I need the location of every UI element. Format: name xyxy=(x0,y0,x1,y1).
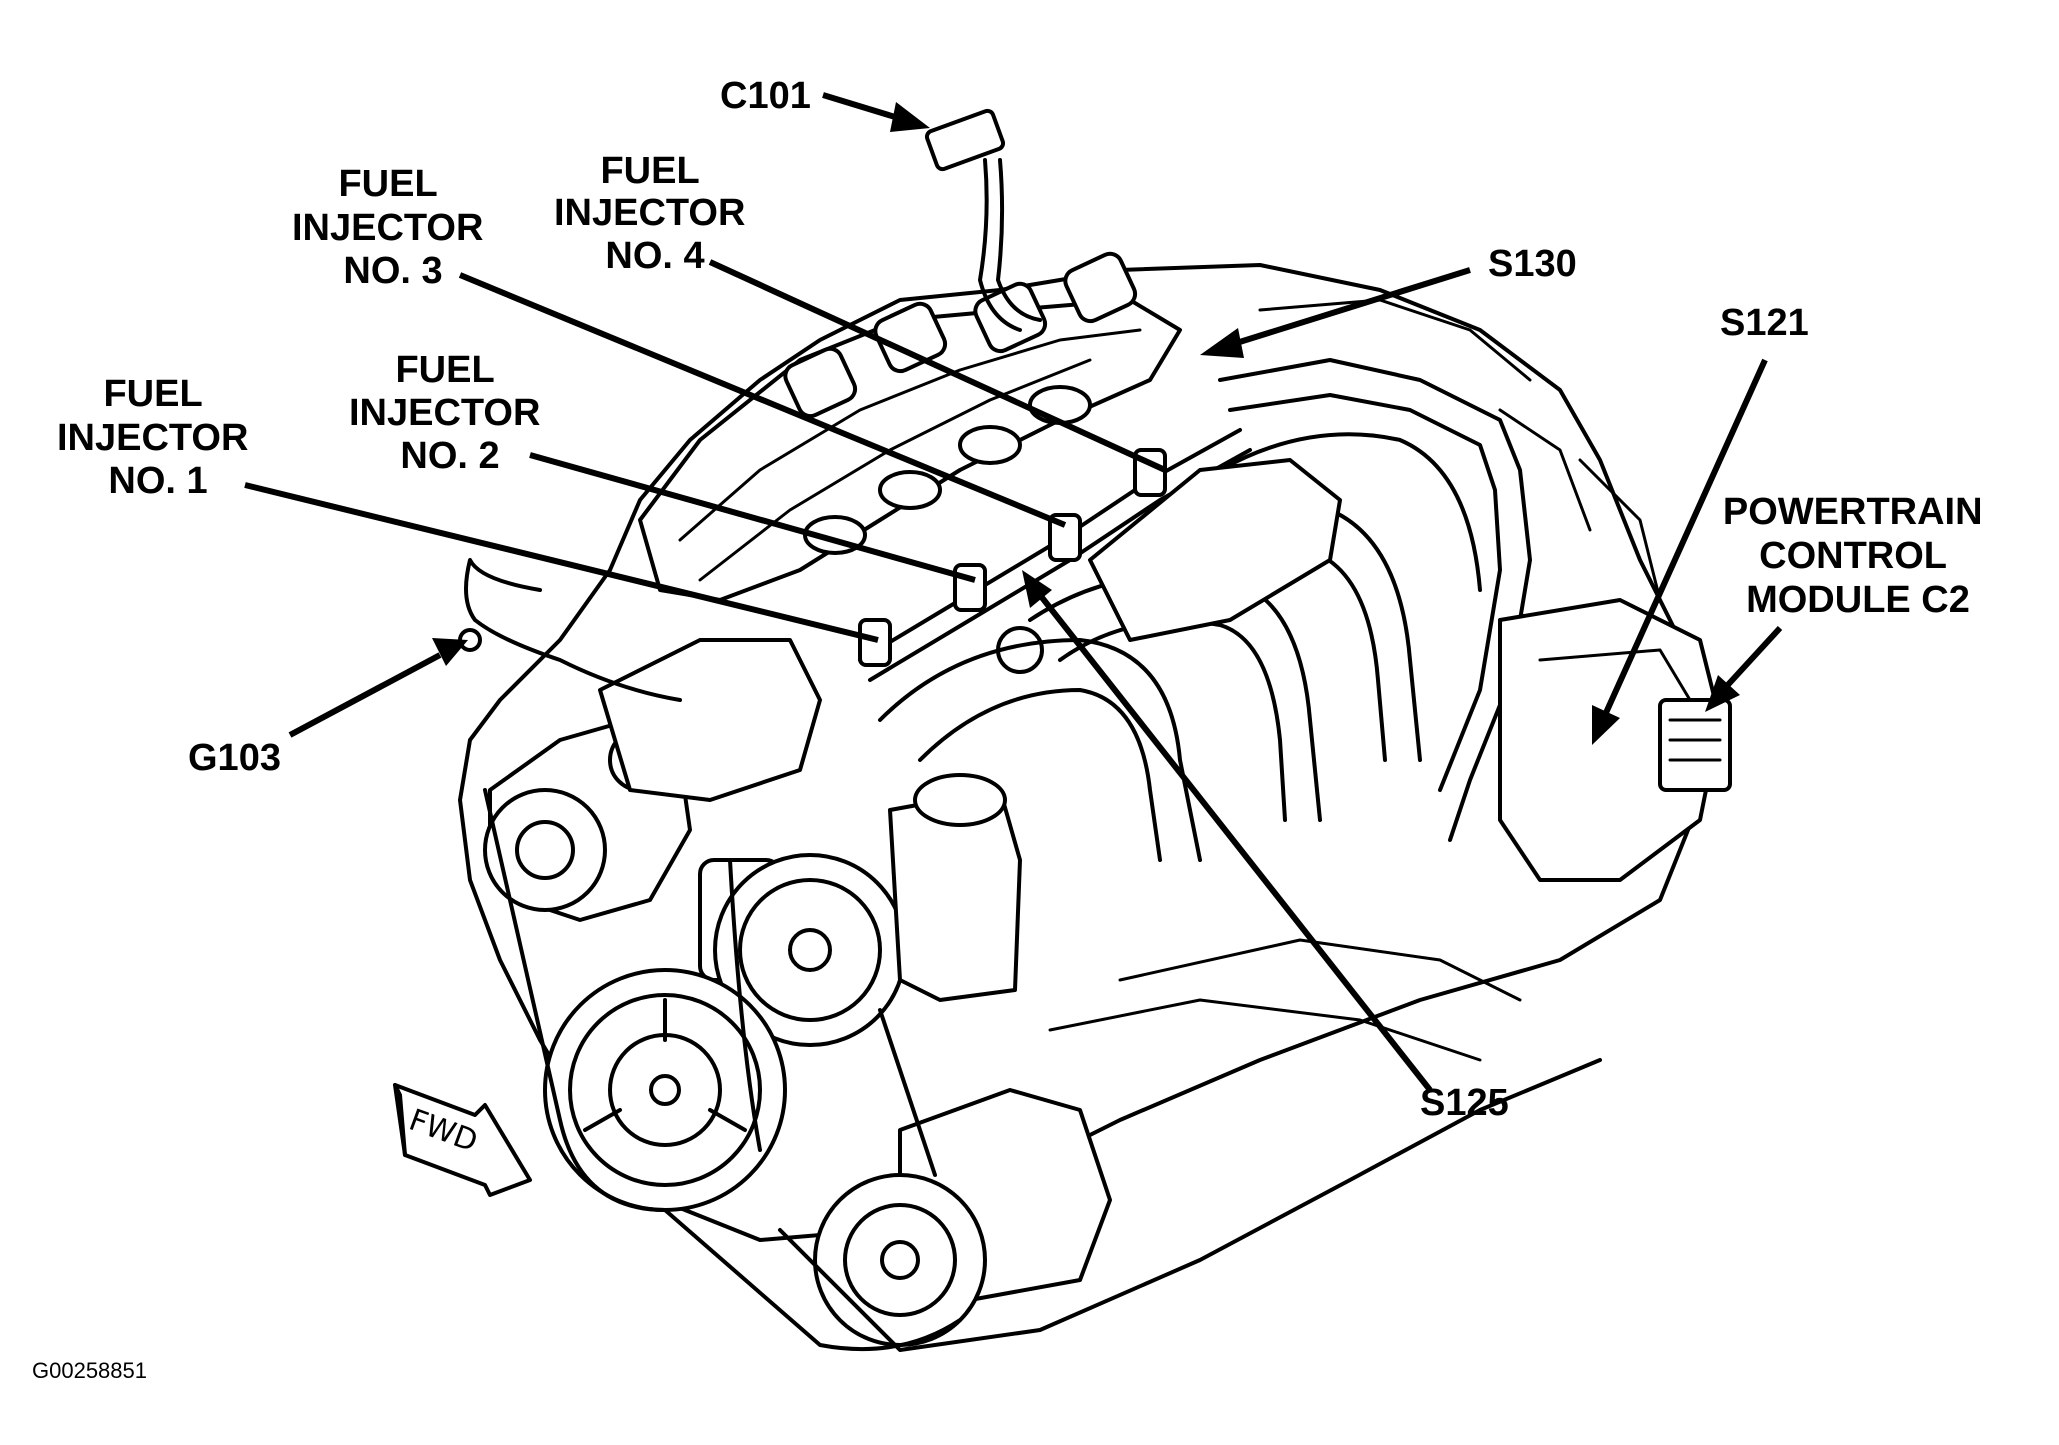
c101-connector xyxy=(924,108,1042,332)
g103-ground xyxy=(458,558,682,702)
label-s130: S130 xyxy=(1488,243,1577,285)
label-pcm: POWERTRAIN CONTROL MODULE C2 xyxy=(1723,491,1993,621)
figure-id: G00258851 xyxy=(32,1358,147,1383)
label-s125: S125 xyxy=(1420,1082,1509,1124)
injector-1-leader xyxy=(244,482,879,643)
s121-leader xyxy=(1602,358,1768,717)
label-injector-3: FUEL INJECTOR NO. 3 xyxy=(292,163,494,292)
label-injector-2: FUEL INJECTOR NO. 2 xyxy=(349,349,551,477)
s121-arrowhead xyxy=(1592,705,1620,745)
forward-direction-marker: FWD xyxy=(393,1083,532,1197)
engine-illustration xyxy=(458,108,1732,1352)
injector-4-leader xyxy=(708,259,1167,473)
c101-arrowhead xyxy=(890,102,930,132)
s125-arrowhead xyxy=(1022,570,1052,608)
label-injector-4: FUEL INJECTOR NO. 4 xyxy=(554,150,756,277)
g103-leader xyxy=(288,652,442,738)
s130-leader xyxy=(1229,267,1471,348)
c101-leader xyxy=(822,92,906,123)
pcm-arrowhead xyxy=(1705,675,1740,712)
pcm-connector xyxy=(1658,698,1732,792)
s130-arrowhead xyxy=(1200,328,1244,358)
pcm-leader xyxy=(1722,625,1783,691)
label-s121: S121 xyxy=(1720,302,1809,344)
s125-leader xyxy=(1037,593,1433,1092)
g103-arrowhead xyxy=(432,638,468,666)
label-c101: C101 xyxy=(720,75,811,117)
injector-3-leader xyxy=(458,272,1067,528)
injector-2-leader xyxy=(529,452,976,583)
label-injector-1: FUEL INJECTOR NO. 1 xyxy=(57,373,259,502)
callout-labels: C101 FUEL INJECTOR NO. 4 FUEL INJECTOR N… xyxy=(57,75,1993,1124)
leader-lines xyxy=(244,92,1783,1092)
label-g103: G103 xyxy=(188,737,281,779)
